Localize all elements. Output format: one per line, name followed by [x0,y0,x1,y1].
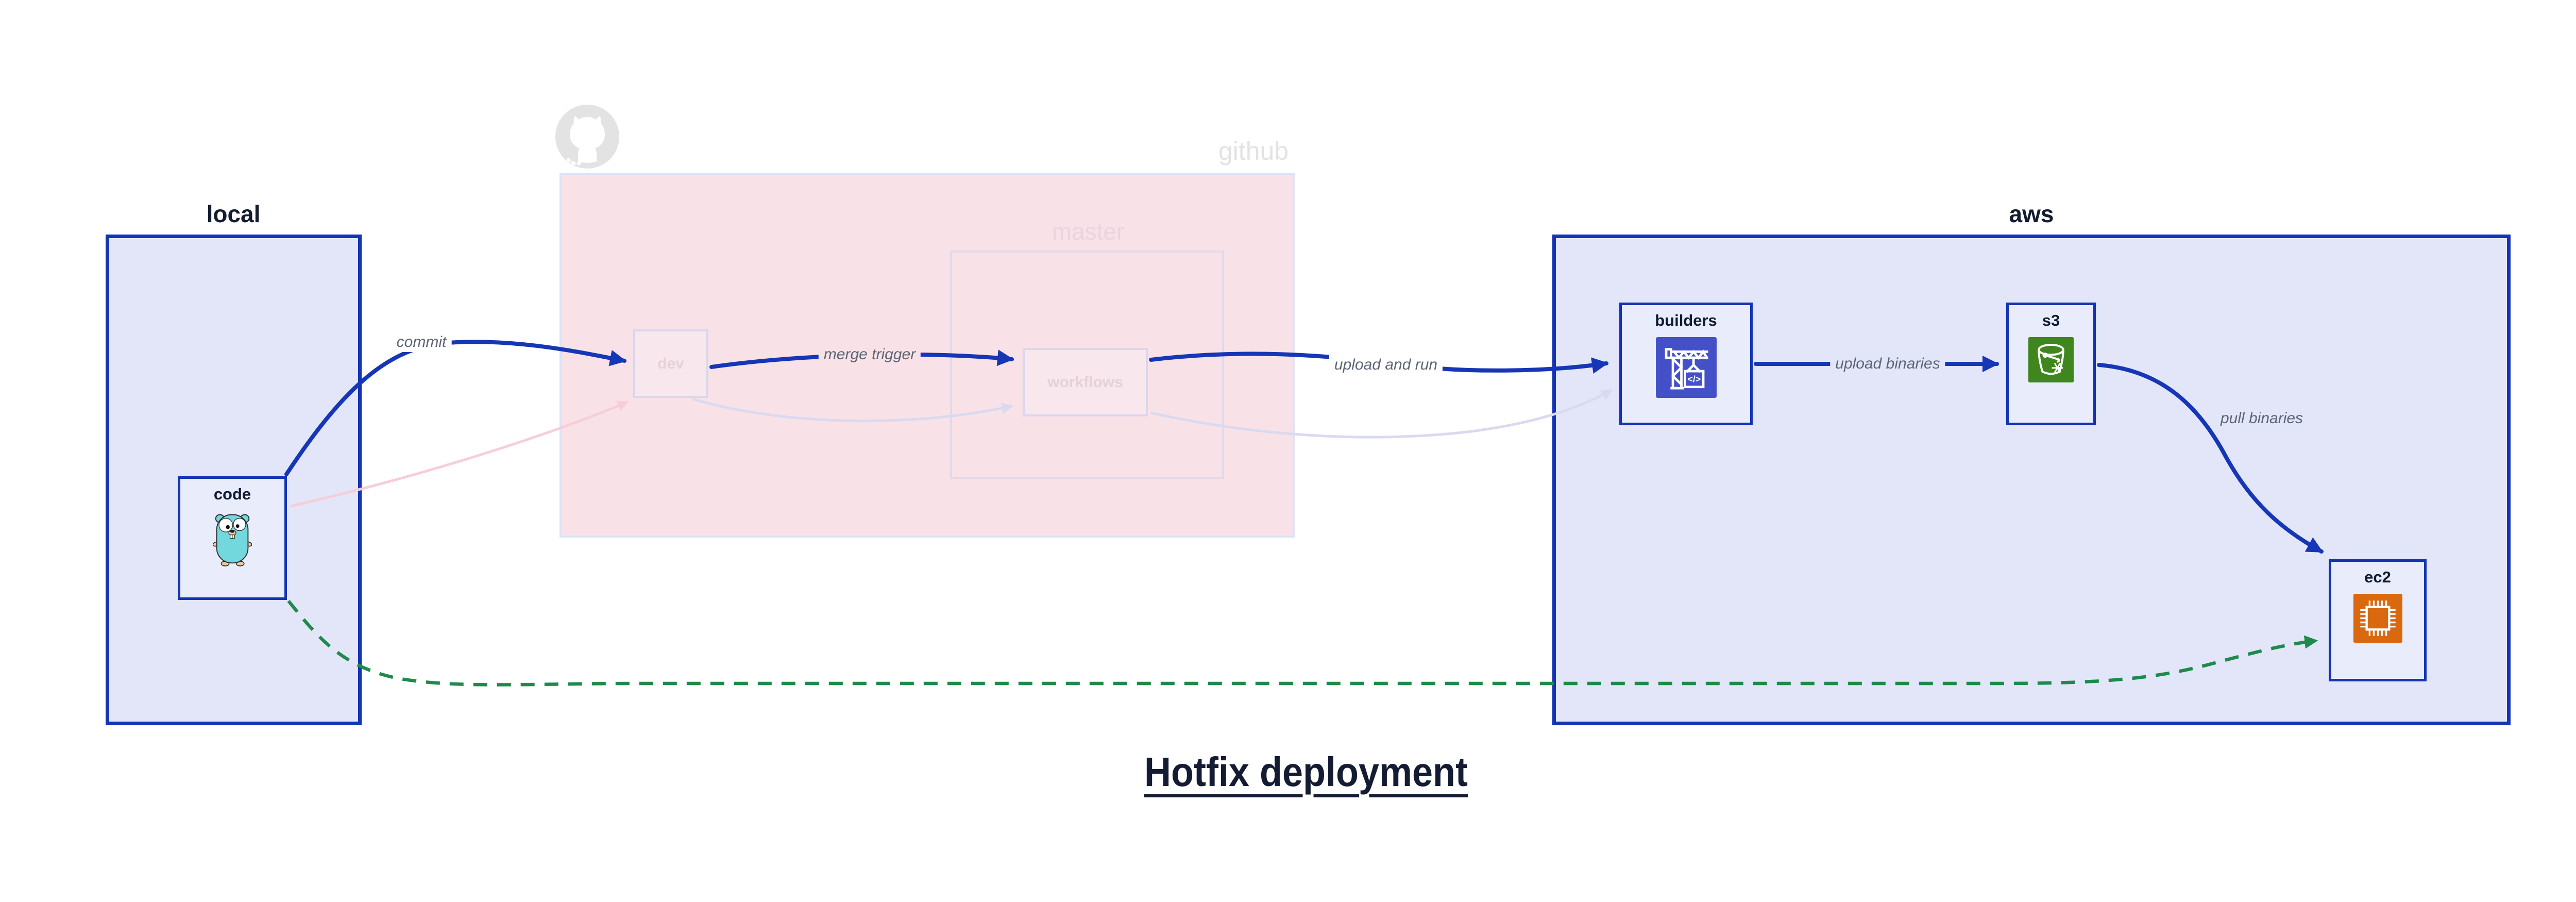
edge-hotfix-dashed [287,599,2318,687]
node-builders-label: builders [1655,311,1717,329]
region-local-label: local [206,201,261,227]
diagram-title-text: Hotfix deployment [1144,749,1468,795]
node-code: code [178,476,287,600]
edge-pull-binaries [2097,363,2324,554]
edge-faded-commit [290,400,629,508]
node-ec2-label: ec2 [2364,568,2391,586]
node-workflows-label: workflows [1047,373,1123,391]
edge-commit [284,340,626,476]
node-dev-label: dev [657,355,684,372]
s3-bucket-icon [2028,337,2074,385]
node-code-label: code [213,485,251,503]
edge-faded-merge [692,397,1013,423]
node-builders: builders </> [1619,303,1753,425]
edge-label-commit: commit [391,332,452,352]
node-dev: dev [633,329,708,398]
edge-label-merge-trigger: merge trigger [818,345,921,364]
branch-master-box [950,250,1224,479]
region-aws-label: aws [2009,201,2054,227]
gopher-icon [212,511,252,570]
region-github-label: github [1218,137,1289,165]
ec2-chip-icon [2353,594,2402,645]
node-ec2: ec2 [2329,559,2427,681]
branch-master-label: master [1052,218,1125,245]
node-s3: s3 [2006,303,2096,425]
github-logo-icon [555,105,619,169]
svg-text:</>: </> [1687,374,1701,384]
diagram-title: Hotfix deployment [1126,748,1486,796]
edge-label-upload-and-run: upload and run [1329,355,1443,375]
codebuild-crane-icon: </> [1655,337,1717,400]
edge-label-pull-binaries: pull binaries [2215,409,2309,428]
edge-faded-upload [1150,389,1613,439]
node-s3-label: s3 [2042,311,2060,329]
node-workflows: workflows [1023,348,1148,416]
edge-label-upload-binaries: upload binaries [1830,354,1945,374]
